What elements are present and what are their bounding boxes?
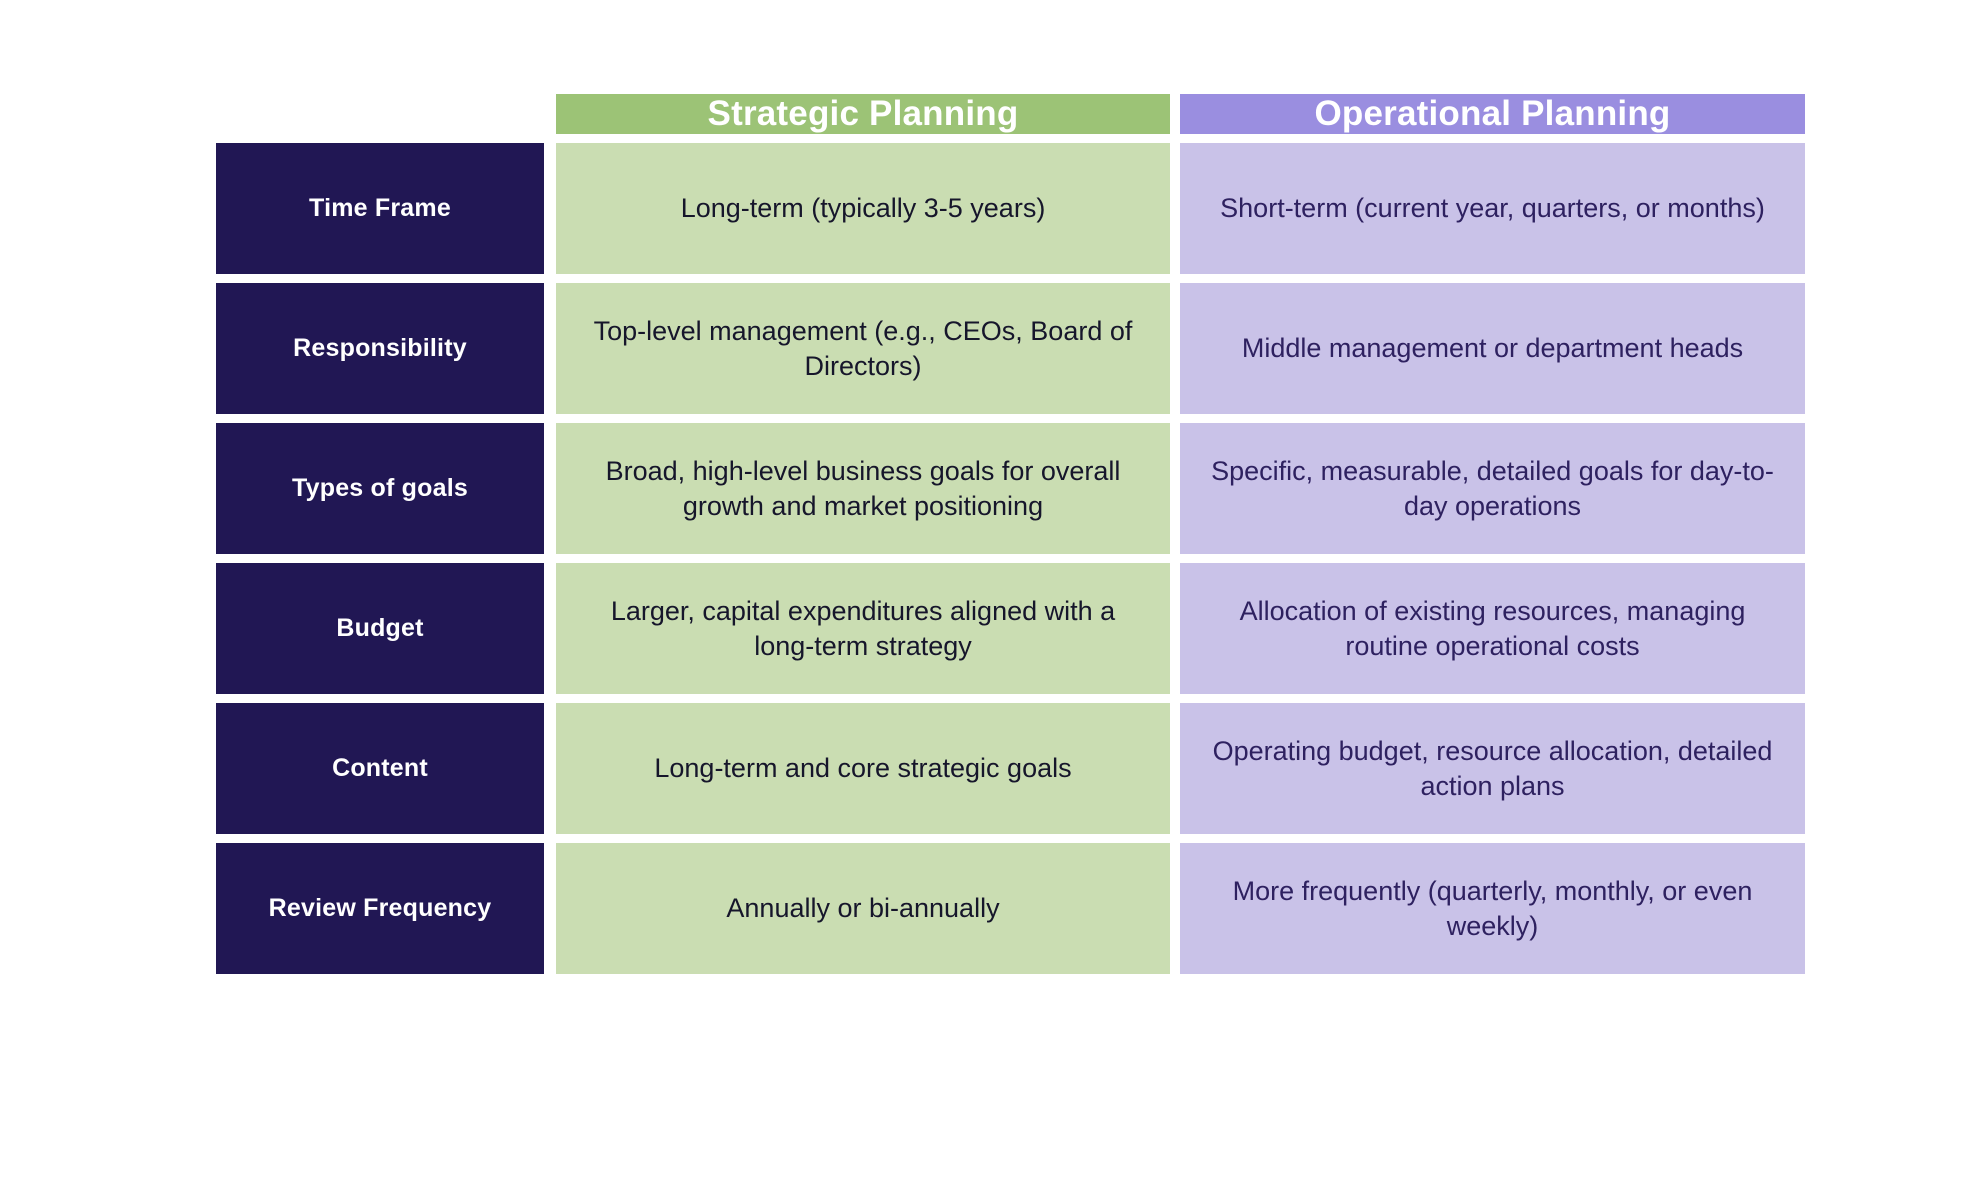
row-label-types-of-goals: Types of goals (216, 423, 544, 554)
header-corner-spacer (216, 94, 544, 134)
row-label-responsibility: Responsibility (216, 283, 544, 414)
cell-strategic-responsibility: Top-level management (e.g., CEOs, Board … (556, 283, 1170, 414)
cell-operational-time-frame: Short-term (current year, quarters, or m… (1180, 143, 1805, 274)
cell-strategic-review-frequency: Annually or bi-annually (556, 843, 1170, 974)
cell-operational-responsibility: Middle management or department heads (1180, 283, 1805, 414)
comparison-table: Strategic Planning Operational Planning … (216, 94, 1827, 974)
cell-operational-review-frequency: More frequently (quarterly, monthly, or … (1180, 843, 1805, 974)
row-label-content: Content (216, 703, 544, 834)
cell-strategic-types-of-goals: Broad, high-level business goals for ove… (556, 423, 1170, 554)
cell-operational-budget: Allocation of existing resources, managi… (1180, 563, 1805, 694)
cell-operational-content: Operating budget, resource allocation, d… (1180, 703, 1805, 834)
cell-operational-types-of-goals: Specific, measurable, detailed goals for… (1180, 423, 1805, 554)
cell-strategic-time-frame: Long-term (typically 3-5 years) (556, 143, 1170, 274)
row-label-review-frequency: Review Frequency (216, 843, 544, 974)
cell-strategic-content: Long-term and core strategic goals (556, 703, 1170, 834)
column-header-strategic-planning: Strategic Planning (556, 94, 1170, 134)
column-header-operational-planning: Operational Planning (1180, 94, 1805, 134)
row-label-budget: Budget (216, 563, 544, 694)
row-label-time-frame: Time Frame (216, 143, 544, 274)
cell-strategic-budget: Larger, capital expenditures aligned wit… (556, 563, 1170, 694)
